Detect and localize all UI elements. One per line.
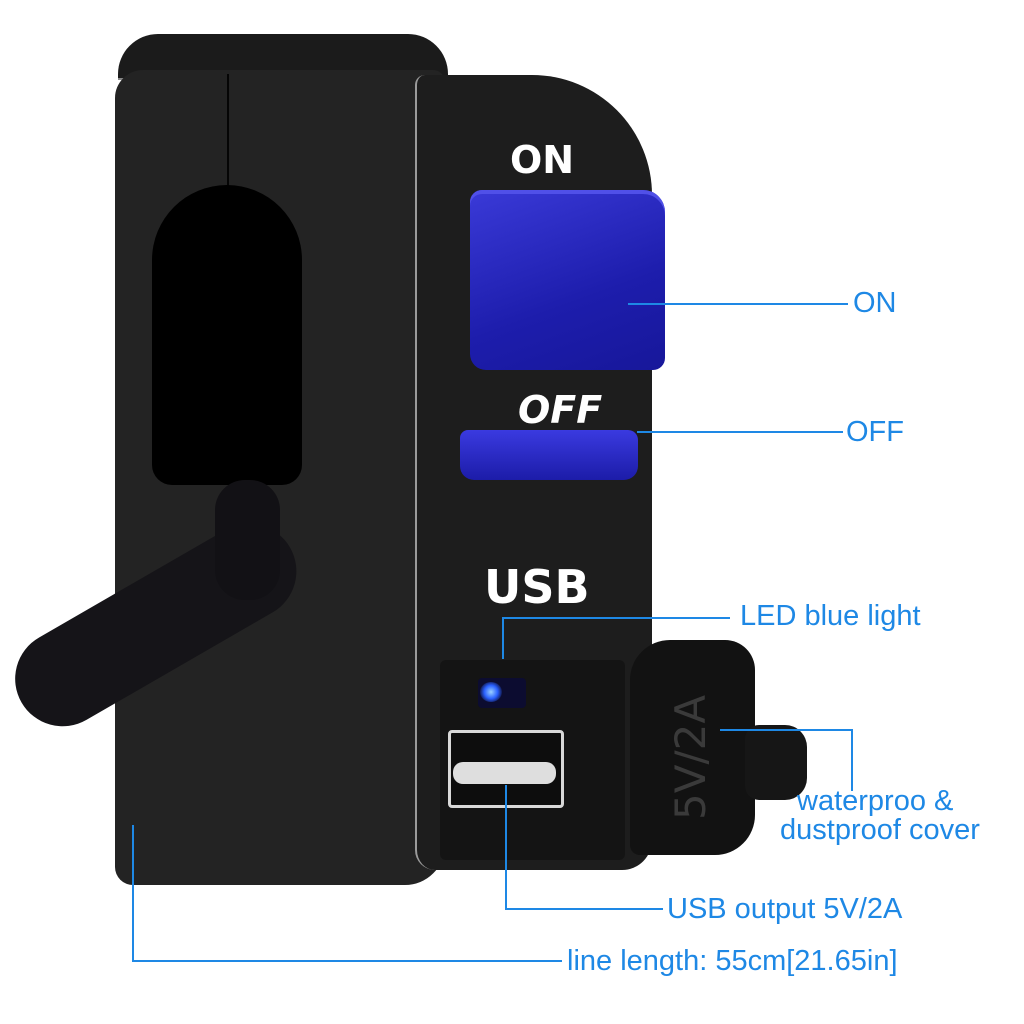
usb-port-tongue [453, 762, 556, 784]
callout-on: ON [853, 287, 897, 319]
led-glow-icon [480, 682, 502, 702]
callout-line-length: line length: 55cm[21.65in] [567, 945, 898, 977]
rocker-switch-off [460, 430, 638, 480]
dust-cover-tab [745, 725, 807, 800]
callout-line-on [628, 303, 848, 305]
handlebar-mount-hole [152, 185, 302, 485]
on-label: ON [510, 138, 575, 182]
callout-line-cable-h [132, 960, 562, 962]
usb-label: USB [484, 560, 590, 614]
off-label: OFF [518, 388, 603, 432]
callout-line-cable-v [132, 825, 134, 962]
rocker-switch-on [470, 190, 665, 370]
callout-line-cover-v [851, 729, 853, 791]
cover-rating-text: 5V/2A [666, 694, 715, 820]
callout-line-led-v [502, 617, 504, 659]
callout-line-usb-h [505, 908, 663, 910]
callout-cover-line2: dustproof cover [780, 814, 980, 846]
callout-line-usb-v [505, 785, 507, 910]
callout-line-led-h [502, 617, 730, 619]
housing-seam [227, 74, 229, 194]
callout-cover-line1: waterproo & [797, 785, 954, 817]
callout-off: OFF [846, 416, 904, 448]
callout-usb-output: USB output 5V/2A [667, 893, 903, 925]
callout-line-cover-h [720, 729, 852, 731]
cable-grommet [215, 480, 280, 600]
callout-line-off [637, 431, 843, 433]
callout-led: LED blue light [740, 600, 921, 632]
dust-cover [630, 640, 755, 855]
